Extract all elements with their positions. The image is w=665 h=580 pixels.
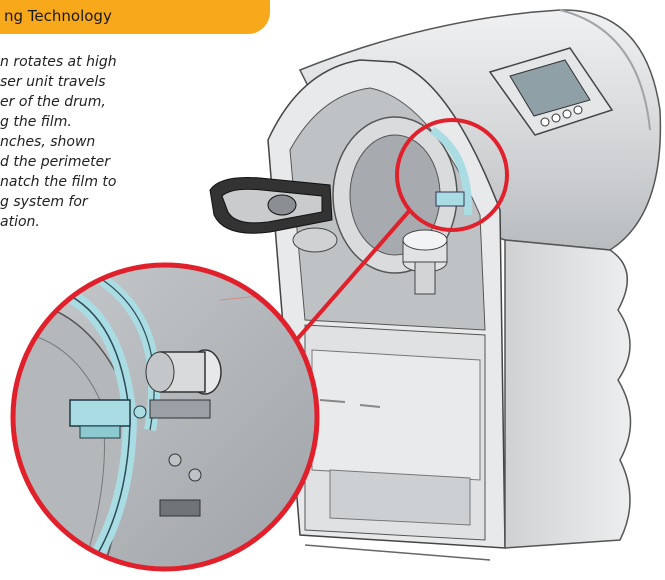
section-header-bar: ng Technology [0,0,270,34]
control-panel [488,47,614,136]
caption-line: ation. [0,214,40,230]
magnified-detail [13,265,317,569]
callout-leader-line [290,208,412,347]
caption-line: g the film. [0,114,72,130]
description-text: n rotates at high ser unit travels er of… [0,52,190,232]
caption-line: nches, shown [0,134,96,150]
film-transport-arc [429,126,473,216]
feed-roller [292,227,338,253]
cable-carrier [209,177,333,234]
callout-source-circle [395,118,509,232]
magnifier-circle [10,262,320,572]
side-panel [504,239,632,549]
laser-unit [402,229,448,295]
caption-line: natch the film to [0,174,117,190]
caption-line: er of the drum, [0,94,106,110]
caption-line: g system for [0,194,88,210]
imager-machine [209,9,662,561]
section-header-title: ng Technology [4,7,112,25]
caption-line: n rotates at high [0,54,117,70]
caption-line: d the perimeter [0,154,111,170]
caption-line: ser unit travels [0,74,106,90]
detail-callout [290,118,509,347]
